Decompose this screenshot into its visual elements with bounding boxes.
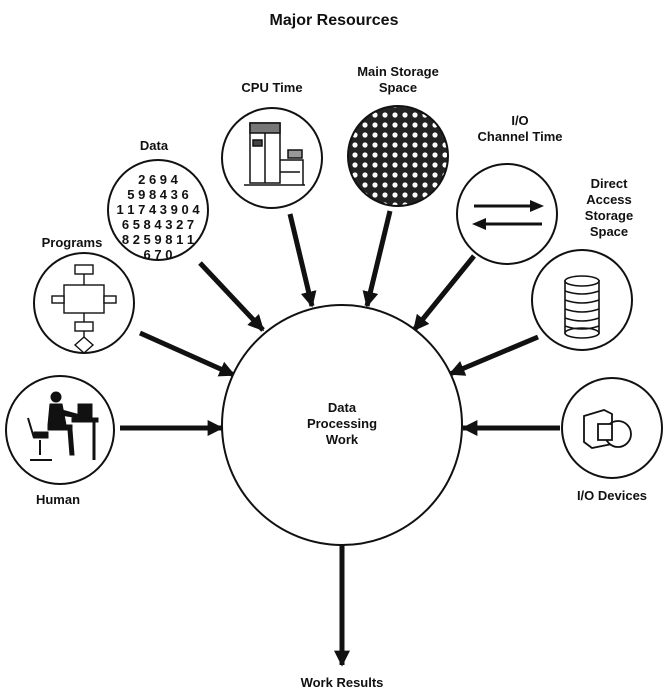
io-channel-label-2: Channel Time bbox=[477, 129, 562, 144]
arrows bbox=[120, 210, 560, 667]
main-storage-label-1: Main Storage bbox=[357, 64, 439, 79]
direct-access-label-2: Access bbox=[586, 192, 632, 207]
arrow-direct-access bbox=[448, 334, 539, 377]
digits-icon bbox=[107, 159, 209, 261]
programs-node: Programs bbox=[33, 235, 135, 354]
programs-label: Programs bbox=[42, 235, 103, 250]
direct-access-node: Direct Access Storage Space bbox=[531, 176, 633, 351]
data-digits-4: 6 5 8 4 3 2 7 bbox=[122, 217, 194, 232]
direct-access-label-1: Direct bbox=[591, 176, 629, 191]
human-label: Human bbox=[36, 492, 80, 507]
arrow-main-storage bbox=[362, 210, 393, 308]
person-at-terminal-icon bbox=[27, 391, 99, 461]
io-devices-label: I/O Devices bbox=[577, 488, 647, 503]
center-label-1: Data bbox=[328, 400, 357, 415]
data-label: Data bbox=[140, 138, 169, 153]
data-digits-2: 5 9 8 4 3 6 bbox=[127, 187, 188, 202]
computer-cabinet-icon bbox=[244, 122, 305, 186]
diagram-title: Major Resources bbox=[270, 12, 399, 29]
data-digits-5: 8 2 5 9 8 1 1 bbox=[122, 232, 194, 247]
cpu-time-label: CPU Time bbox=[241, 80, 302, 95]
main-storage-label-2: Space bbox=[379, 80, 417, 95]
bidirectional-arrows-icon bbox=[472, 200, 544, 230]
data-digits-6: 6 7 0 bbox=[144, 247, 173, 262]
devices-icon bbox=[583, 409, 632, 449]
center-label-3: Work bbox=[326, 432, 359, 447]
data-node: 2 6 9 4 5 9 8 4 3 6 1 1 7 4 3 9 0 4 6 5 … bbox=[107, 138, 209, 262]
arrow-io-channel bbox=[412, 254, 476, 332]
io-channel-label-1: I/O bbox=[511, 113, 528, 128]
flowchart-icon bbox=[51, 264, 117, 354]
data-digits-1: 2 6 9 4 bbox=[138, 172, 179, 187]
data-digits-3: 1 1 7 4 3 9 0 4 bbox=[116, 202, 200, 217]
io-devices-node: I/O Devices bbox=[561, 377, 663, 503]
work-results-label: Work Results bbox=[301, 675, 384, 690]
arrow-data bbox=[198, 261, 265, 332]
memory-grid-icon bbox=[347, 105, 449, 207]
io-channel-node: I/O Channel Time bbox=[456, 113, 563, 265]
arrow-programs bbox=[138, 330, 236, 378]
direct-access-label-4: Space bbox=[590, 224, 628, 239]
direct-access-label-3: Storage bbox=[585, 208, 633, 223]
main-storage-node: Main Storage Space bbox=[347, 64, 449, 207]
center-circle bbox=[221, 304, 463, 546]
center-label-2: Processing bbox=[307, 416, 377, 431]
arrow-cpu-time bbox=[287, 213, 317, 308]
cpu-time-node: CPU Time bbox=[221, 80, 323, 209]
human-node: Human bbox=[5, 375, 115, 507]
disk-stack-icon bbox=[564, 275, 600, 339]
